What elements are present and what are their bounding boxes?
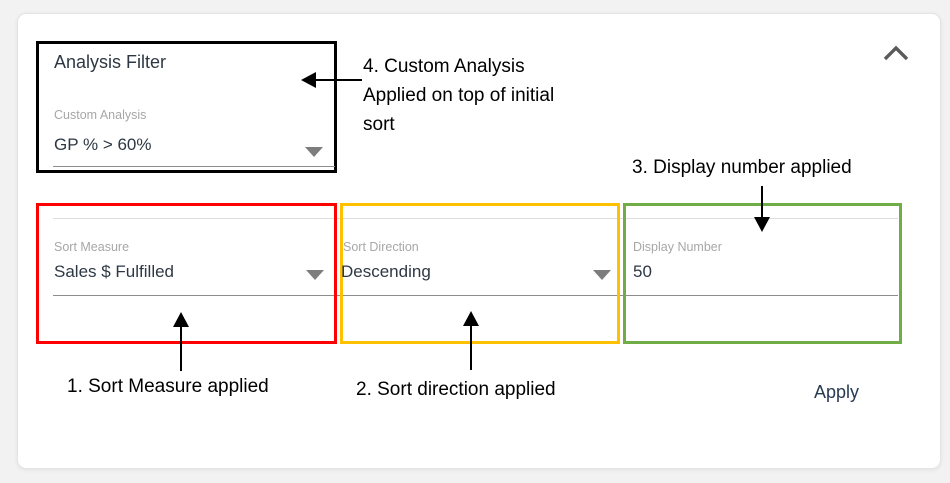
sort-measure-highlight-box bbox=[36, 203, 337, 344]
filter-panel-card bbox=[17, 13, 941, 469]
apply-button[interactable]: Apply bbox=[814, 382, 860, 402]
chevron-down-icon bbox=[593, 270, 611, 280]
analysis-filter-highlight-box bbox=[36, 41, 337, 173]
sort-direction-value: Descending bbox=[341, 262, 431, 281]
arrow-head bbox=[463, 311, 479, 326]
sort-measure-field[interactable]: Sort Measure Sales $ Fulfilled bbox=[53, 238, 335, 296]
arrow-head bbox=[173, 312, 189, 327]
arrow-line bbox=[314, 79, 362, 81]
fields-top-divider bbox=[53, 218, 898, 219]
panel-title: Analysis Filter bbox=[54, 52, 167, 72]
display-number-field[interactable]: Display Number 50 bbox=[629, 238, 898, 296]
arrow-head bbox=[301, 72, 316, 88]
arrow-line bbox=[180, 325, 182, 371]
annotation-note-3: 3. Display number applied bbox=[632, 157, 852, 178]
custom-analysis-value: GP % > 60% bbox=[54, 135, 152, 154]
arrow-line bbox=[761, 186, 763, 219]
display-number-value: 50 bbox=[633, 262, 652, 281]
annotation-note-1: 1. Sort Measure applied bbox=[67, 376, 269, 397]
sort-measure-label: Sort Measure bbox=[54, 240, 130, 254]
display-number-label: Display Number bbox=[633, 240, 722, 254]
sort-direction-field[interactable]: Sort Direction Descending bbox=[340, 238, 618, 296]
collapse-button[interactable] bbox=[882, 44, 912, 66]
fields-underline bbox=[53, 295, 898, 296]
chevron-down-icon bbox=[306, 270, 324, 280]
custom-analysis-field[interactable]: Custom Analysis GP % > 60% bbox=[53, 104, 335, 168]
arrow-line bbox=[470, 324, 472, 370]
arrow-head bbox=[754, 217, 770, 232]
annotation-note-4: 4. Custom Analysis Applied on top of ini… bbox=[363, 56, 555, 135]
sort-measure-value: Sales $ Fulfilled bbox=[54, 262, 175, 281]
custom-analysis-label: Custom Analysis bbox=[54, 108, 147, 122]
annotation-note-2: 2. Sort direction applied bbox=[356, 379, 556, 400]
sort-direction-highlight-box bbox=[340, 203, 620, 344]
sort-direction-label: Sort Direction bbox=[343, 240, 419, 254]
custom-analysis-underline bbox=[53, 166, 335, 167]
chevron-down-icon bbox=[305, 147, 323, 157]
chevron-up-icon bbox=[882, 45, 910, 66]
